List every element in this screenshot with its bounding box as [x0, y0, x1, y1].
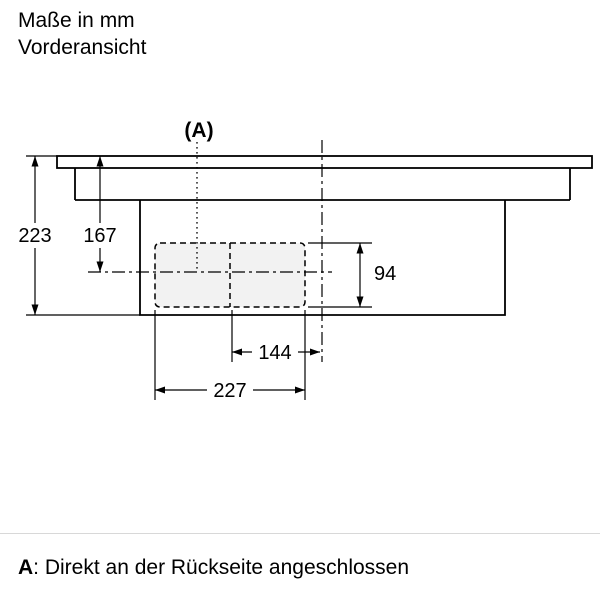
dim-227-arrow-right: [295, 386, 305, 394]
dim-167-label-bg: [78, 223, 122, 248]
dim-144-arrow-right: [310, 348, 320, 356]
units-label: Maße in mm: [18, 9, 135, 32]
dim-94-arrow-bottom: [356, 296, 364, 307]
footer-divider: [0, 533, 600, 534]
dim-94-lines: [308, 242, 372, 308]
dim-167-arrow-top: [96, 156, 104, 167]
dim-94-arrow-top: [356, 243, 364, 254]
dim-144-label: 144: [258, 342, 291, 364]
hob-top-panel: [56, 155, 593, 169]
dim-223-arrow-bottom: [31, 304, 39, 315]
dim-227-label-bg: [207, 378, 253, 402]
dim-167-label: 167: [83, 225, 116, 247]
dim-223-label-bg: [13, 223, 57, 248]
drawing-header: Maße in mm Vorderansicht: [18, 7, 146, 61]
view-label: Vorderansicht: [18, 36, 147, 59]
footnote-text: : Direkt an der Rückseite angeschlossen: [33, 556, 410, 579]
reference-label: (A): [184, 119, 213, 142]
dim-227-label: 227: [213, 380, 246, 402]
dim-144-label-bg: [252, 340, 298, 364]
dim-223-label: 223: [18, 225, 51, 247]
dim-94-label: 94: [374, 263, 396, 285]
dim-144-arrow-left: [232, 348, 242, 356]
footnote-reference: A: [18, 556, 34, 579]
footnote: A: Direkt an der Rückseite angeschlossen: [18, 556, 409, 580]
dim-223-arrow-top: [31, 156, 39, 167]
dim-167-arrow-bottom: [96, 261, 104, 272]
dim-227-arrow-left: [155, 386, 165, 394]
